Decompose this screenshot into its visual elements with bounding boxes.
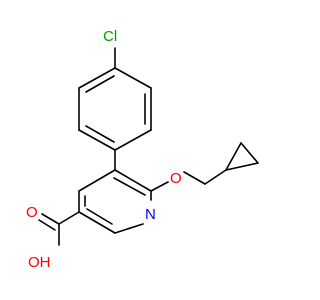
cyclopropylmethoxy-group: [150, 142, 259, 192]
molecule-svg: Cl N O O OH: [26, 28, 259, 271]
bond-ring1-double-b: [85, 125, 115, 143]
hydroxyl-label: OH: [28, 254, 51, 271]
bond-ring1-3: [114, 129, 152, 151]
bond-ring1-6: [78, 67, 116, 89]
bond-cp-1: [225, 142, 242, 171]
ether-oxygen-label: O: [170, 170, 182, 187]
bond-ring2-4: [78, 211, 116, 234]
bond-ring2-1: [114, 169, 152, 192]
carbonyl-oxygen-label: O: [26, 204, 38, 221]
chlorine-label: Cl: [103, 28, 117, 45]
carboxylic-acid-group: [38, 211, 80, 246]
bond-ring2-double-b: [86, 208, 113, 225]
pyridine-ring: [78, 169, 152, 234]
bond-c-o-double-a: [41, 213, 60, 225]
bond-ring1-double-c: [85, 75, 115, 93]
bond-cp-2: [240, 142, 259, 164]
bond-ring1-1: [114, 67, 152, 89]
bond-ring2-3: [114, 223, 144, 234]
bond-ch2-cp: [204, 169, 227, 185]
bond-cp-3: [225, 162, 259, 171]
bond-ring2-6: [78, 169, 116, 192]
structure-diagram: Cl N O O OH: [26, 28, 259, 271]
bond-c-cooh: [58, 211, 80, 225]
bond-c-o-ether: [150, 181, 169, 192]
bond-o-ch2: [183, 171, 206, 185]
chlorophenyl-ring: [78, 47, 152, 151]
bond-c-o-double-b: [38, 219, 56, 231]
nitrogen-label: N: [145, 206, 156, 223]
bond-ring1-4: [78, 129, 116, 151]
bond-ring2-double-a: [113, 177, 146, 196]
